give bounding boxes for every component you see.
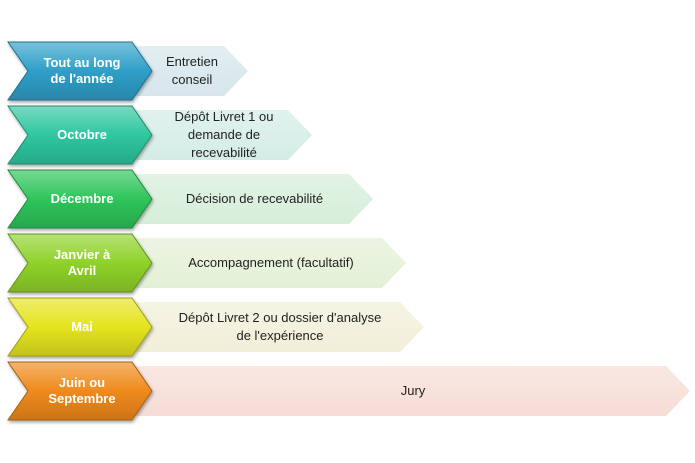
description-arrow — [131, 238, 406, 288]
period-label-line: Septembre — [48, 391, 115, 406]
period-chevron — [7, 105, 153, 165]
period-label: Décembre — [51, 191, 114, 206]
period-label: Mai — [71, 319, 93, 334]
description-label: Accompagnement (facultatif) — [188, 255, 353, 270]
description-label: Jury — [401, 383, 426, 398]
period-label-line: Octobre — [57, 127, 107, 142]
description-label-line: Accompagnement (facultatif) — [188, 255, 353, 270]
period-label-line: Décembre — [51, 191, 114, 206]
description-label-line: recevabilité — [191, 145, 257, 160]
period-label-line: Janvier à — [54, 247, 111, 262]
timeline-step: Décembre Décision de recevabilité — [7, 169, 373, 229]
description-label: Dépôt Livret 1 ou demande de recevabilité — [174, 109, 273, 160]
description-label-line: Dépôt Livret 1 ou — [174, 109, 273, 124]
period-chevron — [7, 297, 153, 357]
period-label-line: de l'année — [50, 71, 113, 86]
period-label-line: Juin ou — [59, 375, 105, 390]
period-chevron — [7, 41, 153, 101]
description-label-line: demande de — [188, 127, 260, 142]
description-arrow — [131, 302, 424, 352]
period-label: Octobre — [57, 127, 107, 142]
description-label-line: Jury — [401, 383, 426, 398]
period-label-line: Tout au long — [43, 55, 120, 70]
description-label-line: conseil — [172, 72, 213, 87]
timeline-step: Mai Dépôt Livret 2 ou dossier d'analyse de… — [7, 297, 424, 357]
description-arrow — [131, 174, 373, 224]
period-chevron — [7, 233, 153, 293]
description-label-line: Entretien — [166, 54, 218, 69]
description-label: Dépôt Livret 2 ou dossier d'analyse de l'… — [179, 310, 382, 343]
description-arrow — [131, 366, 690, 416]
description-arrow — [131, 46, 248, 96]
description-arrow — [131, 110, 312, 160]
period-chevron — [7, 169, 153, 229]
description-label: Entretien conseil — [166, 54, 218, 87]
description-label-line: Dépôt Livret 2 ou dossier d'analyse — [179, 310, 382, 325]
period-label-line: Mai — [71, 319, 93, 334]
description-label-line: Décision de recevabilité — [186, 191, 323, 206]
description-label-line: de l'expérience — [236, 328, 323, 343]
period-chevron — [7, 361, 153, 421]
period-label-line: Avril — [68, 263, 96, 278]
timeline-step: Octobre Dépôt Livret 1 ou demande de receva… — [7, 105, 312, 165]
description-label: Décision de recevabilité — [186, 191, 323, 206]
